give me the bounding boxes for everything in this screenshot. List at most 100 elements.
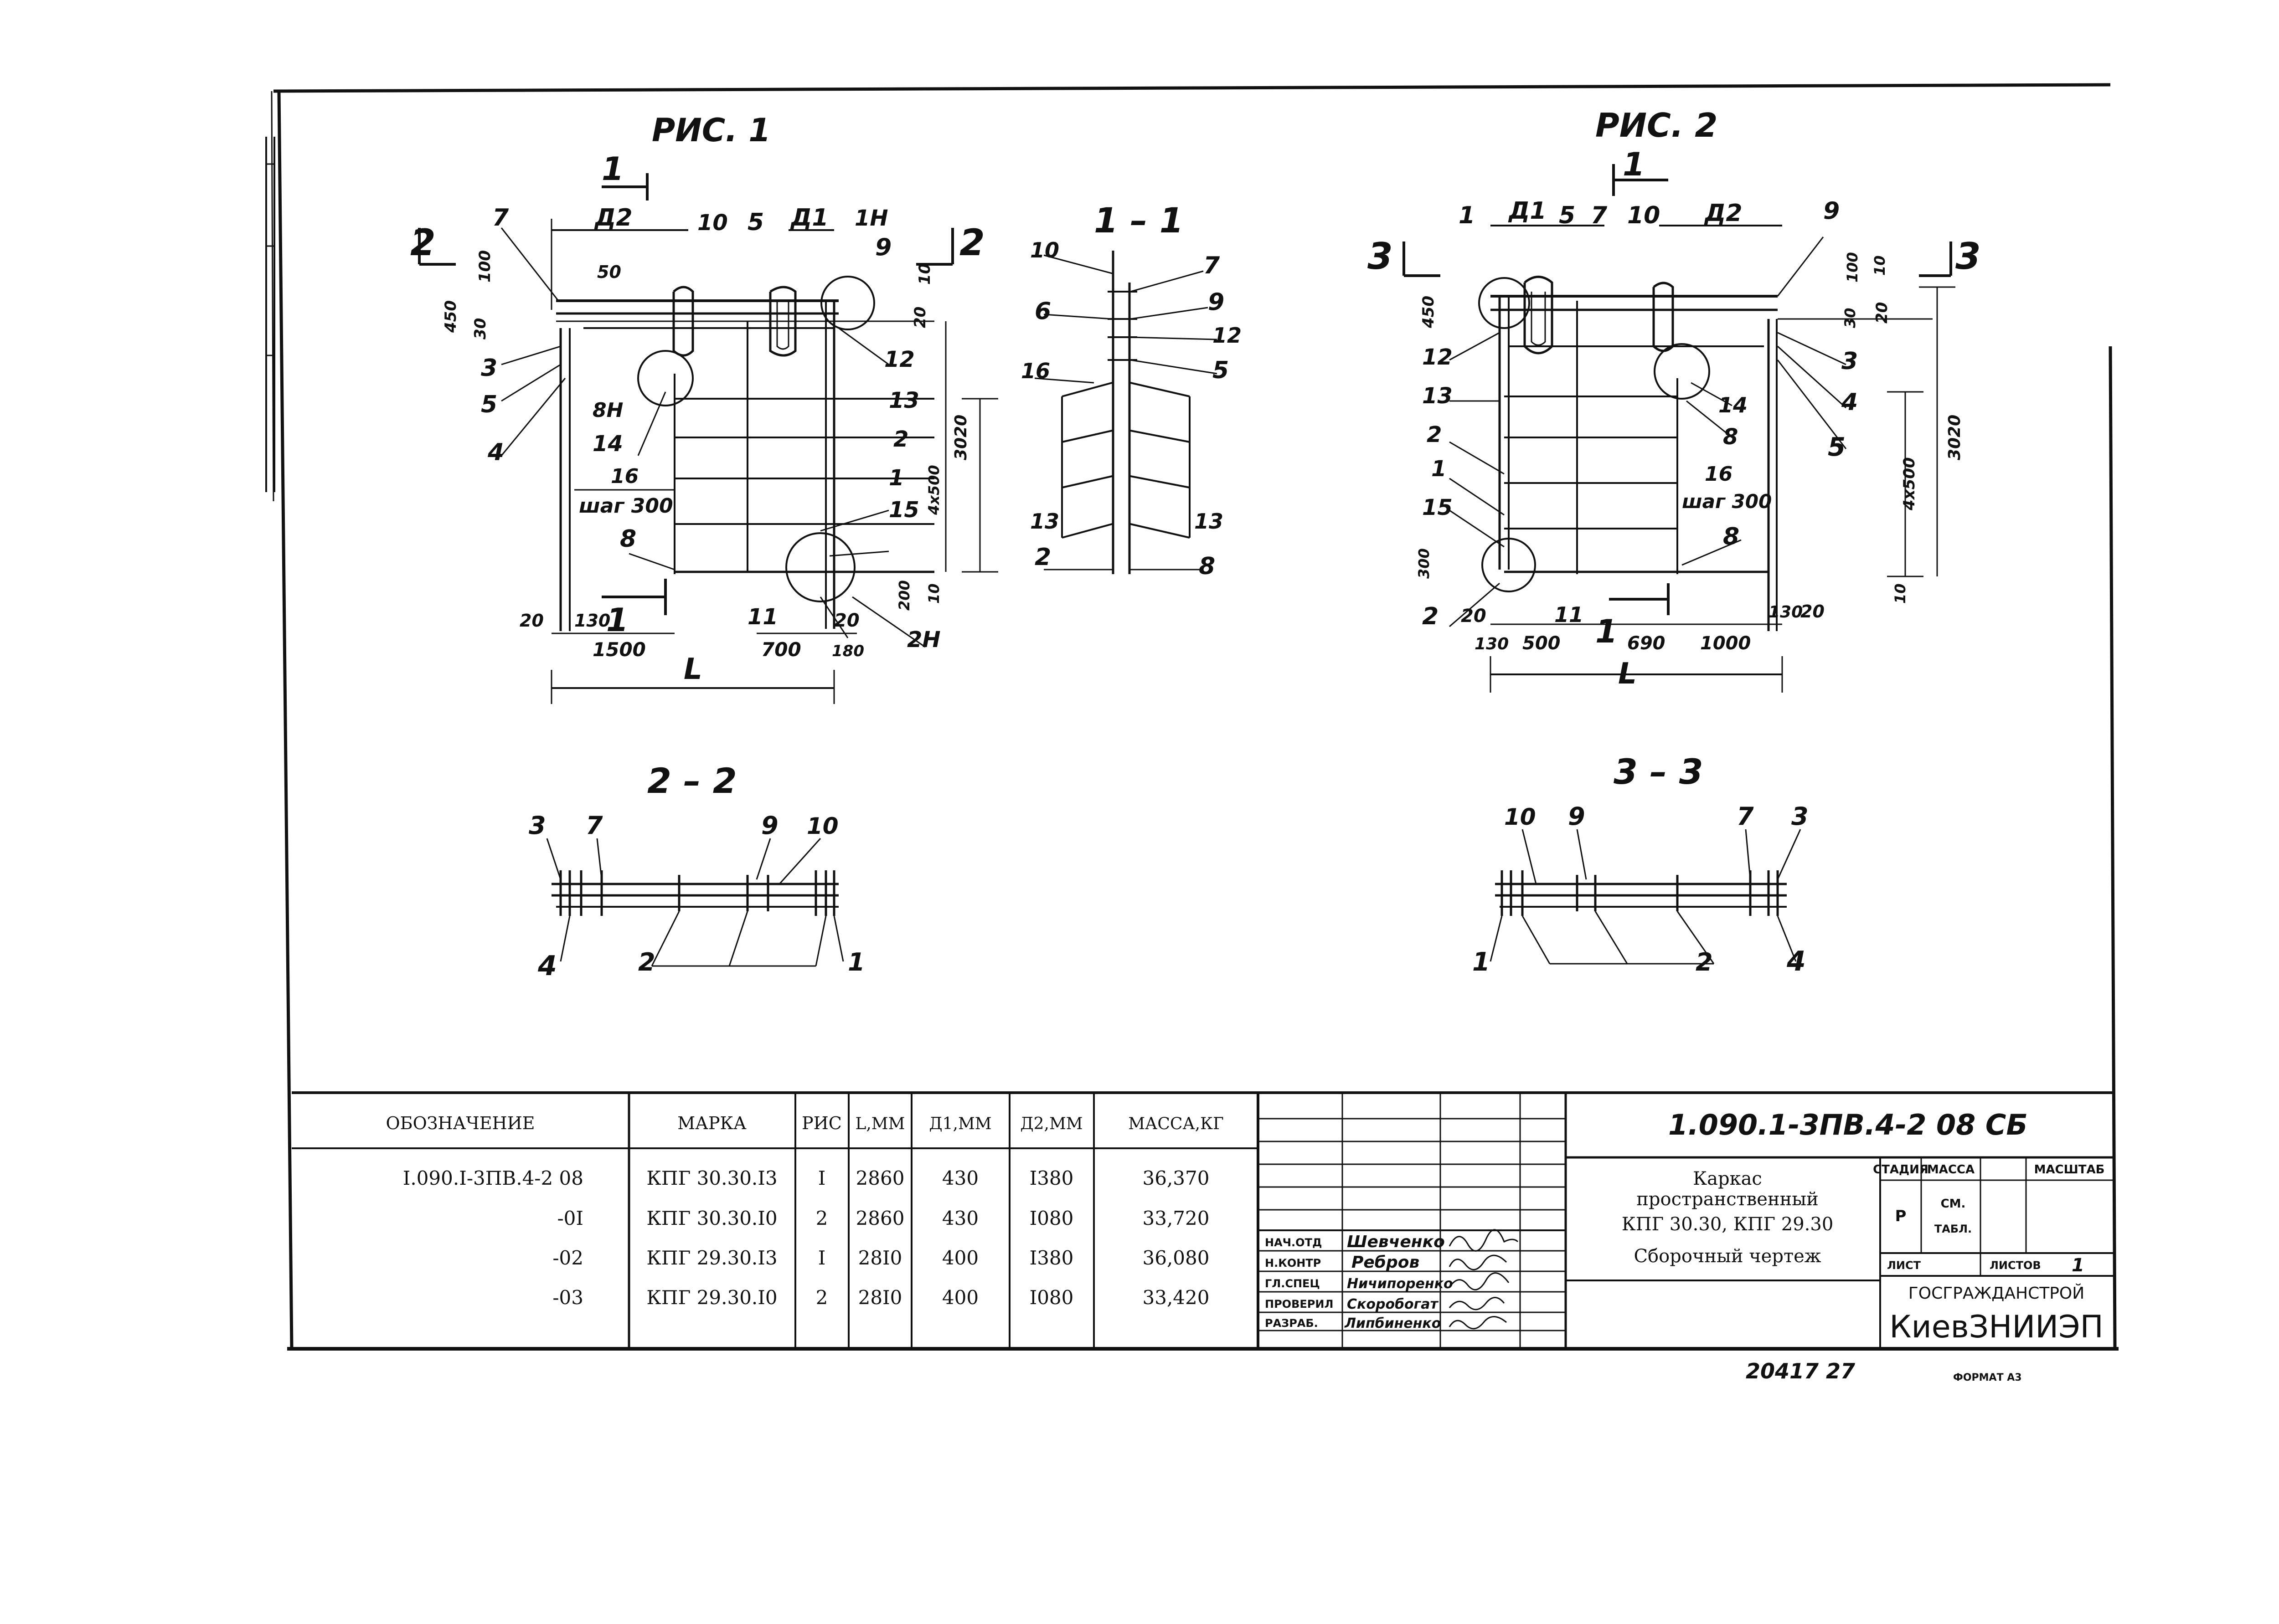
signature-name: Шевченко [1347, 1233, 1445, 1251]
fig2-label-16: 16 [1705, 463, 1732, 486]
row-4-d2: I080 [1030, 1286, 1074, 1309]
sec22-label-7: 7 [586, 811, 603, 840]
fig2-label-7: 7 [1591, 202, 1608, 229]
row-1-designation: I.090.I-3ПВ.4-2 08 [403, 1167, 583, 1189]
row-3-mark: КПГ 29.30.I3 [646, 1247, 777, 1269]
sec11-label-10: 10 [1030, 238, 1059, 262]
title-line-3: КПГ 30.30, КПГ 29.30 [1622, 1214, 1834, 1235]
header-d2: Д2,ММ [1020, 1115, 1083, 1133]
sec11-label-2: 2 [1035, 544, 1051, 571]
fig2-label-step: шаг 300 [1682, 490, 1772, 513]
table-row: I.090.I-3ПВ.4-2 08 КПГ 30.30.I3 I 2860 4… [403, 1167, 1210, 1189]
row-1-mark: КПГ 30.30.I3 [646, 1167, 777, 1189]
spec-table: ОБОЗНАЧЕНИЕ МАРКА РИС L,ММ Д1,ММ Д2,ММ М… [292, 1091, 1259, 1349]
row-3-mass: 36,080 [1143, 1247, 1210, 1269]
row-4-figure: 2 [816, 1286, 828, 1309]
table-row: -03 КПГ 29.30.I0 2 28I0 400 I080 33,420 [552, 1286, 1209, 1309]
fig2-label-20c: 20 [1800, 601, 1825, 622]
fig2-label-130: 130 [1475, 635, 1509, 653]
stage-value: Р [1895, 1207, 1907, 1225]
fig1-label-3020: 3020 [952, 415, 970, 460]
sec11-label-6: 6 [1035, 298, 1051, 325]
fig1-label-15: 15 [889, 497, 919, 523]
fig2-label-10: 10 [1627, 202, 1660, 229]
fig2-label-450: 450 [1419, 296, 1438, 329]
sec11-label-13b: 13 [1194, 509, 1223, 534]
fig2-label-30: 30 [1841, 308, 1859, 328]
header-figure: РИС [802, 1113, 842, 1133]
fig1-label-d2: Д2 [594, 204, 633, 231]
fig2-label-4: 4 [1841, 389, 1858, 416]
document-code: 1.090.1-3ПВ.4-2 08 СБ [1668, 1108, 2028, 1141]
row-1-mass: 36,370 [1143, 1167, 1210, 1189]
fig1-label-8n: 8Н [593, 399, 623, 422]
fig2-label-8b: 8 [1723, 523, 1739, 550]
fig1-label-13: 13 [889, 388, 919, 413]
org-name-1: ГОСГРАЖДАНСТРОЙ [1908, 1284, 2084, 1303]
sec11-label-13a: 13 [1030, 509, 1059, 534]
fig1-label-100: 100 [476, 250, 494, 283]
fig2-label-5b: 5 [1828, 432, 1846, 462]
fig1-label-10c: 10 [925, 583, 943, 604]
mass-header: МАССА [1927, 1163, 1975, 1177]
row-1-d2: I380 [1030, 1167, 1074, 1189]
fig2-label-sec1: 1 [1623, 146, 1645, 183]
fig2-label-d1: Д1 [1508, 197, 1547, 225]
fig1-label-16: 16 [611, 465, 639, 488]
fig2-label-2: 2 [1427, 422, 1442, 447]
signature-mark [1449, 1254, 1507, 1270]
title-line-2: пространственный [1636, 1189, 1819, 1210]
mass-value-1: СМ. [1941, 1197, 1966, 1211]
fig2-label-8: 8 [1723, 424, 1738, 450]
fig2-label-9: 9 [1823, 197, 1840, 225]
fig1-label-5: 5 [748, 209, 764, 236]
header-mark: МАРКА [677, 1113, 747, 1133]
fig1-label-1: 1 [889, 465, 904, 491]
fig2-label-500: 500 [1522, 633, 1561, 654]
section-3-3-title: 3 – 3 [1614, 751, 1703, 792]
section-2-2-title: 2 – 2 [647, 761, 737, 801]
title-line-1: Каркас [1693, 1168, 1762, 1189]
signature-row: Н.КОНТР Ребров [1265, 1253, 1507, 1272]
fig2-label-12: 12 [1422, 344, 1453, 370]
section-1-1: 1 – 1 10 7 6 9 12 16 5 13 13 2 8 [1021, 200, 1242, 580]
header-d1: Д1,ММ [929, 1115, 991, 1133]
fig1-label-10: 10 [697, 210, 728, 236]
fig1-label-2: 2 [893, 427, 908, 452]
row-3-length: 28I0 [858, 1247, 902, 1269]
row-2-figure: 2 [816, 1207, 828, 1229]
fig2-label-sec3-left: 3 [1367, 235, 1393, 278]
fig2-label-4x500: 4x500 [1900, 457, 1918, 511]
fig1-label-8: 8 [620, 525, 636, 553]
figure-2: РИС. 2 [1367, 106, 1981, 693]
fig2-label-10b: 10 [1871, 255, 1888, 276]
row-4-d1: 400 [942, 1286, 979, 1309]
fig1-label-step: шаг 300 [579, 494, 673, 518]
fig2-label-d2: Д2 [1704, 200, 1743, 227]
signature-role: НАЧ.ОТД [1265, 1236, 1322, 1249]
signature-role: Н.КОНТР [1265, 1257, 1321, 1269]
fig1-label-1n: 1Н [855, 206, 888, 231]
fig2-label-1b: 1 [1431, 456, 1446, 482]
fig1-label-14: 14 [593, 431, 623, 457]
fig2-label-15: 15 [1422, 495, 1453, 520]
fig2-label-10c: 10 [1892, 583, 1909, 604]
fig1-label-200: 200 [896, 580, 913, 611]
signature-role: ПРОВЕРИЛ [1265, 1298, 1333, 1311]
sheets-value: 1 [2072, 1255, 2084, 1276]
section-2-2: 2 – 2 3 7 9 10 4 2 1 [529, 761, 865, 982]
row-4-length: 28I0 [858, 1286, 902, 1309]
fig2-label-1000: 1000 [1700, 633, 1751, 654]
fig1-label-d1: Д1 [790, 204, 829, 231]
fig2-label-130b: 130 [1769, 603, 1803, 622]
signature-mark [1449, 1272, 1510, 1290]
signature-role: РАЗРАБ. [1265, 1317, 1318, 1330]
section-3-3: 3 – 3 10 9 7 3 1 2 4 [1472, 751, 1809, 977]
sec22-label-3: 3 [529, 811, 546, 840]
sec22-label-2: 2 [638, 948, 655, 976]
fig2-label-20b: 20 [1461, 606, 1486, 627]
sec22-label-10: 10 [807, 813, 839, 839]
fig1-label-2n: 2Н [907, 627, 941, 653]
sec33-label-10: 10 [1504, 804, 1536, 830]
